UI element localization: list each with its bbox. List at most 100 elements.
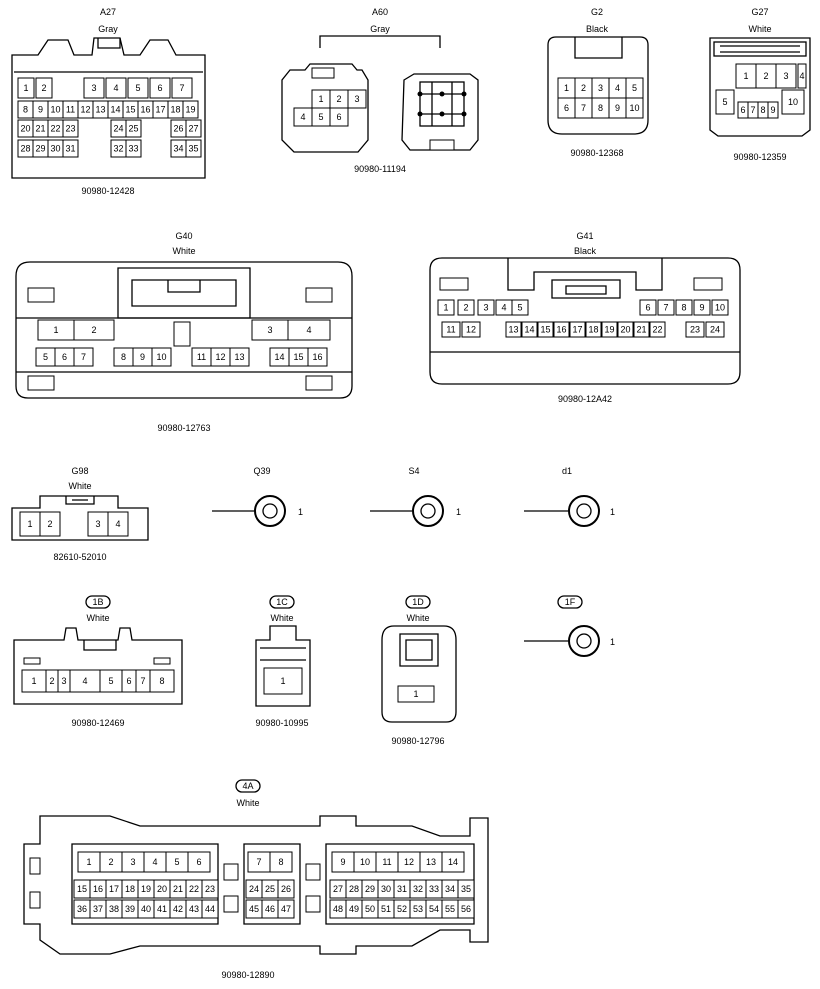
connector-4A-part: 90980-12890 [221, 970, 274, 980]
pin-label: 18 [170, 105, 180, 115]
pin-label: 7 [663, 303, 668, 313]
pin-label: 14 [274, 352, 284, 362]
terminal-Q39-pin: 1 [298, 507, 303, 517]
pin-label: 25 [265, 884, 275, 894]
pin-label: 4 [82, 676, 87, 686]
pin-label: 13 [95, 105, 105, 115]
pin-label: 28 [349, 884, 359, 894]
connector-1B-id: 1B [92, 597, 103, 607]
pin-label: 52 [397, 904, 407, 914]
pin-cell [185, 119, 202, 138]
pin-label: 14 [448, 857, 458, 867]
connector-G41-housing [429, 257, 741, 385]
pin-label: 14 [110, 105, 120, 115]
pin-label: 3 [95, 519, 100, 529]
pin-cell [182, 100, 199, 119]
pin-cell [639, 299, 657, 316]
pin-label: 6 [645, 303, 650, 313]
pin-label: 44 [205, 904, 215, 914]
pin-label: 6 [564, 103, 569, 113]
pin-cell [633, 321, 650, 338]
pin-label: 23 [690, 325, 700, 335]
pin-label: 2 [91, 325, 96, 335]
pin-label: 54 [429, 904, 439, 914]
pin-label: 14 [524, 325, 534, 335]
pin-cell [151, 347, 172, 367]
pin-label: 24 [113, 124, 123, 134]
connector-G40-id: G40 [175, 231, 192, 241]
pin-label: 19 [141, 884, 151, 894]
connector-G98-id: G98 [71, 466, 88, 476]
pin-cell [617, 321, 634, 338]
connector-A60-part: 90980-11194 [354, 164, 406, 174]
pin-label: 4 [501, 303, 506, 313]
terminal-1F-id: 1F [565, 597, 576, 607]
pin-label: 7 [140, 676, 145, 686]
pin-label: 35 [461, 884, 471, 894]
pin-label: 3 [91, 83, 96, 93]
pin-label: 5 [174, 857, 179, 867]
pin-cell [397, 685, 435, 703]
pin-label: 23 [205, 884, 215, 894]
connector-1D: 1D White 1 90980-12796 [381, 595, 457, 746]
pin-label: 6 [336, 112, 341, 122]
pin-label: 2 [47, 519, 52, 529]
pin-label: 13 [234, 352, 244, 362]
pin-cell [287, 319, 331, 341]
pin-label: 6 [196, 857, 201, 867]
pin-label: 5 [722, 97, 727, 107]
connector-G40-part: 90980-12763 [157, 423, 210, 433]
pin-label: 10 [360, 857, 370, 867]
pin-label: 20 [20, 124, 30, 134]
pin-label: 2 [49, 676, 54, 686]
pin-cell [625, 97, 644, 119]
pin-label: 3 [61, 676, 66, 686]
pin-cell [685, 321, 705, 338]
pin-label: 2 [108, 857, 113, 867]
pin-label: 11 [197, 352, 206, 362]
pin-cell [105, 77, 127, 99]
connector-G27-part: 90980-12359 [733, 152, 786, 162]
pin-label: 8 [278, 857, 283, 867]
connector-1C-color: White [270, 613, 293, 623]
pin-cell [307, 347, 328, 367]
pin-cell [537, 321, 554, 338]
pin-label: 21 [636, 325, 646, 335]
terminal-Q39: Q39 1 [212, 466, 303, 527]
pin-label: 6 [740, 105, 745, 115]
pin-cell [185, 139, 202, 158]
connector-1D-id: 1D [412, 597, 424, 607]
connector-A60-housing-female [401, 73, 479, 151]
pin-cell [201, 899, 219, 919]
pin-label: 8 [23, 105, 28, 115]
pin-label: 27 [188, 124, 198, 134]
connector-1B-color: White [86, 613, 109, 623]
pin-cell [187, 851, 211, 873]
pin-cell [797, 63, 807, 89]
pin-cell [263, 667, 303, 695]
pin-label: 21 [35, 124, 45, 134]
pin-label: 2 [581, 83, 586, 93]
pin-cell [17, 77, 35, 99]
terminal-Q39-id: Q39 [253, 466, 270, 476]
pin-label: 6 [126, 676, 131, 686]
pin-label: 45 [249, 904, 259, 914]
connector-A27-id: A27 [100, 7, 116, 17]
pin-label: 34 [445, 884, 455, 894]
pin-label: 9 [770, 105, 775, 115]
pin-label: 1 [27, 519, 32, 529]
pin-label: 12 [215, 352, 225, 362]
pin-cell [73, 319, 115, 341]
pin-cell [711, 299, 729, 316]
pin-label: 56 [461, 904, 471, 914]
connector-1D-color: White [406, 613, 429, 623]
pin-label: 33 [128, 144, 138, 154]
pin-label: 25 [128, 124, 138, 134]
pin-label: 4 [300, 112, 305, 122]
